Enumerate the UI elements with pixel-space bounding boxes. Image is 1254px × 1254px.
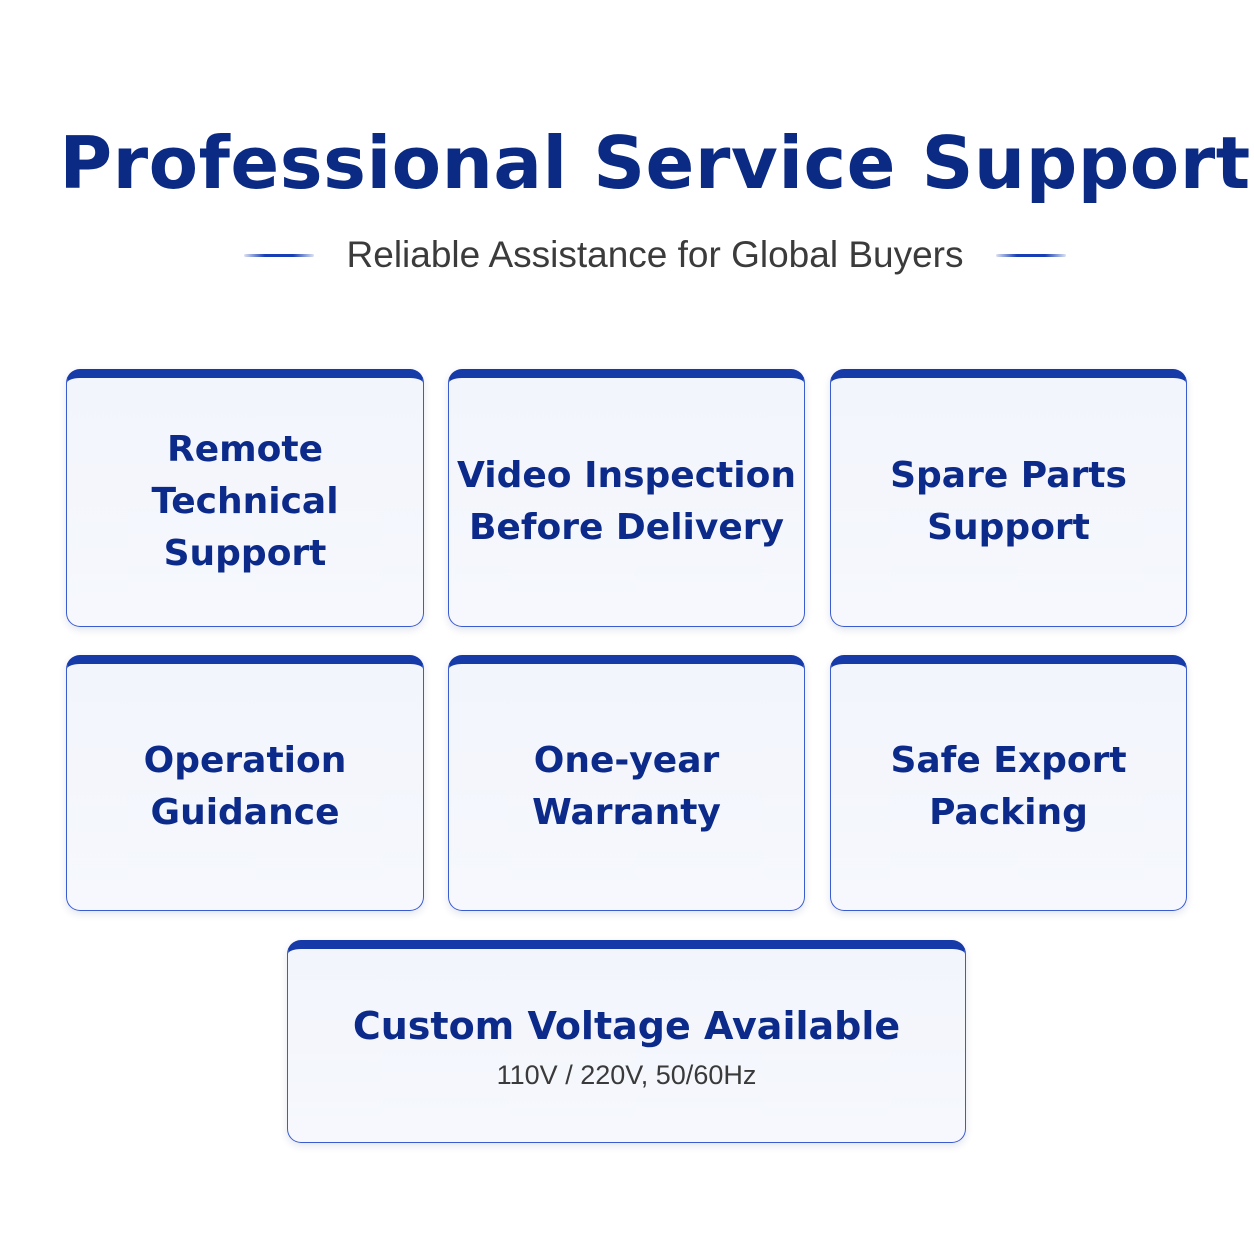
subtitle-right-rule	[996, 253, 1066, 257]
service-card-safe-export-packing: Safe Export Packing	[830, 655, 1187, 911]
service-card-spare-parts-support: Spare Parts Support	[830, 369, 1187, 627]
page-subtitle: Reliable Assistance for Global Buyers	[346, 234, 964, 275]
voltage-card-label: Custom Voltage Available	[352, 1004, 901, 1048]
service-card-operation-guidance: Operation Guidance	[66, 655, 424, 911]
service-card-remote-technical-support: Remote Technical Support	[66, 369, 424, 627]
service-card-custom-voltage: Custom Voltage Available 110V / 220V, 50…	[287, 940, 966, 1143]
service-card-video-inspection: Video Inspection Before Delivery	[448, 369, 805, 627]
page-title: Professional Service Support	[59, 121, 1251, 205]
service-card-label: One-year Warranty	[532, 740, 721, 833]
service-card-label: Video Inspection Before Delivery	[457, 455, 796, 548]
subtitle-row: Reliable Assistance for Global Buyers	[244, 230, 1066, 280]
service-card-label: Operation Guidance	[143, 740, 347, 833]
service-card-label: Spare Parts Support	[890, 455, 1127, 548]
service-card-one-year-warranty: One-year Warranty	[448, 655, 805, 911]
service-card-label: Safe Export Packing	[890, 740, 1127, 833]
subtitle-left-rule	[244, 253, 314, 257]
voltage-card-detail: 110V / 220V, 50/60Hz	[496, 1060, 757, 1090]
service-card-label: Remote Technical Support	[151, 429, 339, 574]
